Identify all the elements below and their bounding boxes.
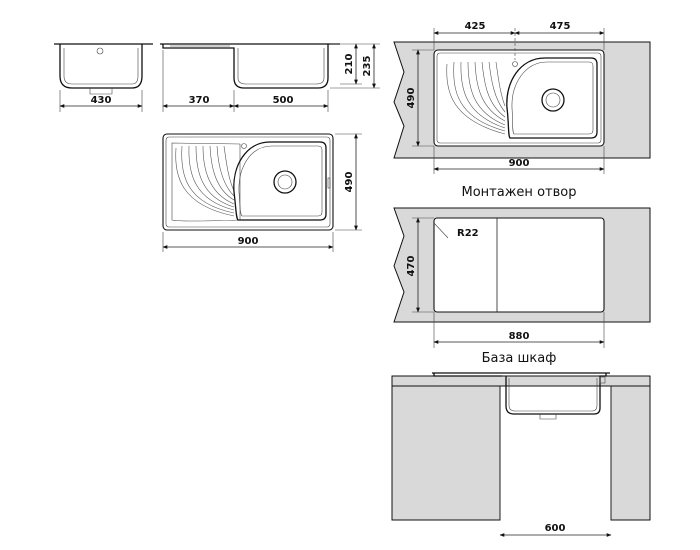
dim-cutout-left: 425 [465,21,486,32]
tap-hole-icon [96,47,104,55]
cutout-view: 425 475 490 900 Монтажен отвор [393,21,651,200]
dim-cutout-right: 475 [550,21,571,32]
dim-total-depth: 235 [362,56,373,77]
caption-cabinet: База шкаф [482,351,557,366]
dim-cabinet-width: 880 [509,331,530,342]
installation-section-view: 600 [391,372,651,537]
dim-cutout-width: 900 [509,158,530,169]
drain-icon [541,88,565,112]
top-view: 900 490 [162,133,362,252]
dim-cutout-height: 490 [406,88,417,109]
tap-hole-icon [241,143,247,149]
caption-cutout: Монтажен отвор [462,185,577,200]
dim-top-width: 900 [238,236,259,247]
drain-icon [273,170,297,194]
cabinet-base-view: R22 470 880 База шкаф [393,207,651,366]
dim-front-right: 500 [273,95,294,106]
dim-base-width: 600 [545,523,566,534]
tap-hole-icon [512,61,518,67]
dim-side-width: 430 [91,95,112,106]
dim-radius: R22 [457,228,479,239]
dim-top-height: 490 [344,172,355,193]
dim-bowl-depth: 210 [344,54,355,75]
front-profile-view: 370 500 210 235 [160,43,380,112]
dim-cabinet-height: 470 [406,256,417,277]
dim-front-left: 370 [189,95,210,106]
side-profile-view: 430 [54,43,153,112]
drainboard-grooves [446,61,506,135]
drainboard-grooves [175,145,235,217]
